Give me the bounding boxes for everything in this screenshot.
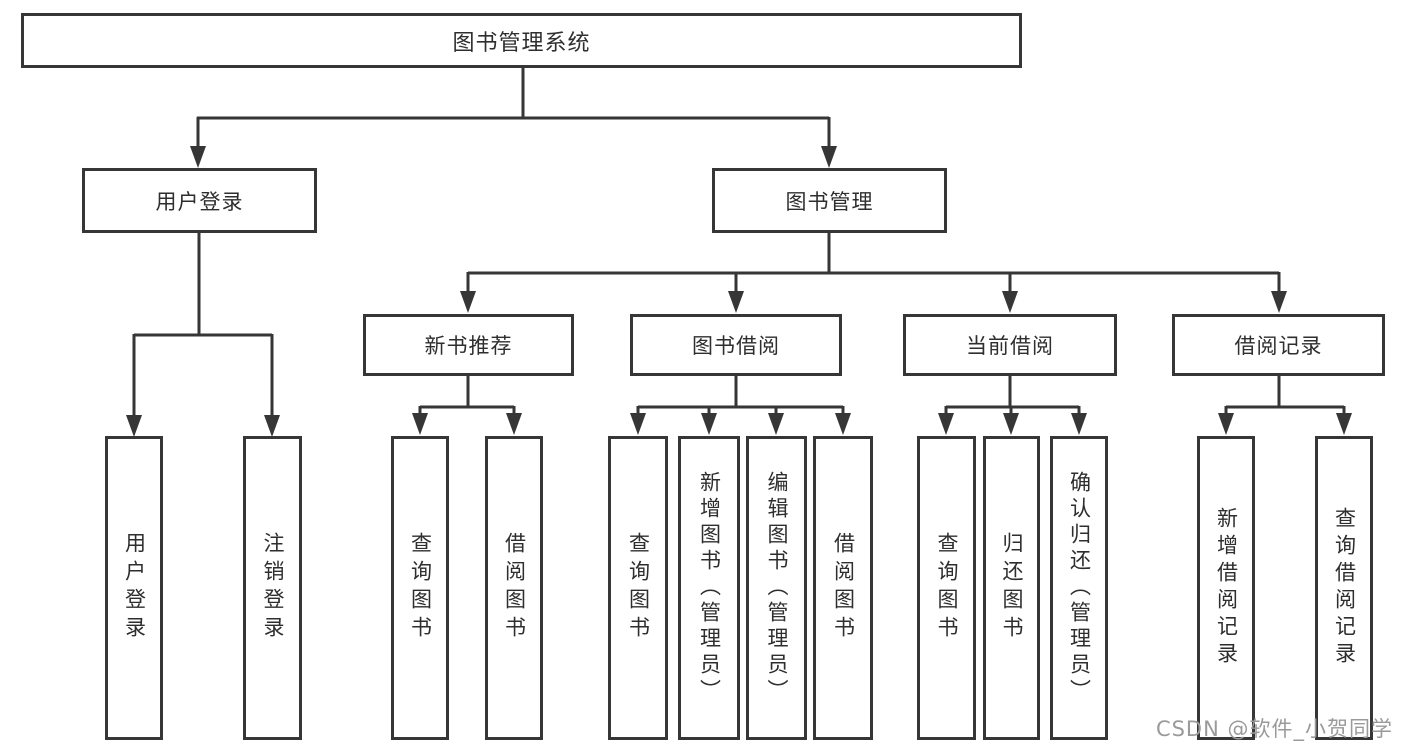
node-book-borrowing: 图书借阅 xyxy=(630,314,842,376)
leaf-cb-confirm-return-admin: 确认归还（管理员） xyxy=(1050,436,1108,740)
node-current-borrowing: 当前借阅 xyxy=(903,314,1117,376)
leaf-br-add-record: 新增借阅记录 xyxy=(1197,436,1255,740)
leaf-nb-borrow-books: 借阅图书 xyxy=(485,436,543,740)
node-user-login: 用户登录 xyxy=(82,168,317,233)
leaf-br-query-record: 查询借阅记录 xyxy=(1315,436,1373,740)
leaf-logout: 注销登录 xyxy=(243,436,302,740)
leaf-cb-query-books: 查询图书 xyxy=(917,436,976,740)
leaf-bb-edit-books-admin: 编辑图书（管理员） xyxy=(746,436,807,740)
leaf-cb-return-books: 归还图书 xyxy=(983,436,1040,740)
leaf-user-login: 用户登录 xyxy=(105,436,163,740)
leaf-bb-query-books: 查询图书 xyxy=(608,436,668,740)
leaf-bb-add-books-admin: 新增图书（管理员） xyxy=(678,436,740,740)
node-new-book-recommend: 新书推荐 xyxy=(363,314,574,376)
csdn-watermark: CSDN @软件_小贺同学 xyxy=(1155,717,1393,741)
leaf-bb-borrow-books: 借阅图书 xyxy=(813,436,873,740)
node-borrow-records: 借阅记录 xyxy=(1172,314,1385,376)
leaf-nb-query-books: 查询图书 xyxy=(391,436,449,740)
node-root: 图书管理系统 xyxy=(21,13,1022,68)
node-book-management: 图书管理 xyxy=(712,168,947,233)
